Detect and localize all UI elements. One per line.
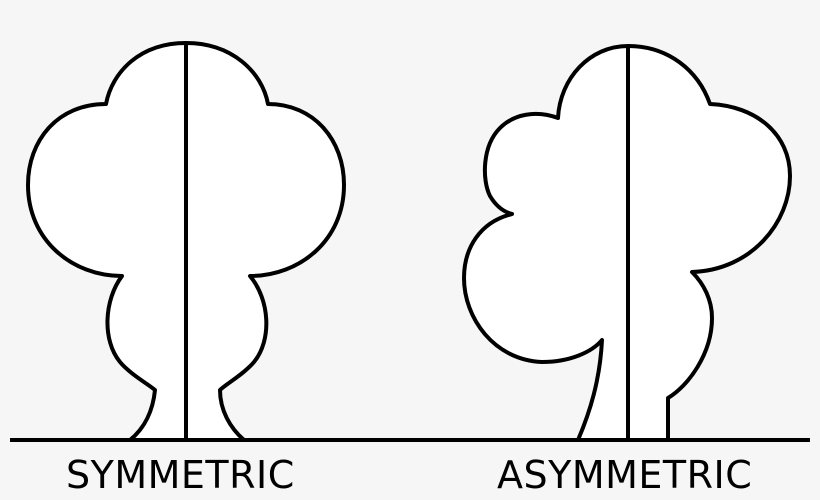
asymmetric-label: ASYMMETRIC — [497, 453, 753, 497]
asymmetric-tree — [462, 44, 792, 442]
symmetric-label: SYMMETRIC — [66, 453, 295, 497]
symmetric-tree — [26, 41, 346, 442]
